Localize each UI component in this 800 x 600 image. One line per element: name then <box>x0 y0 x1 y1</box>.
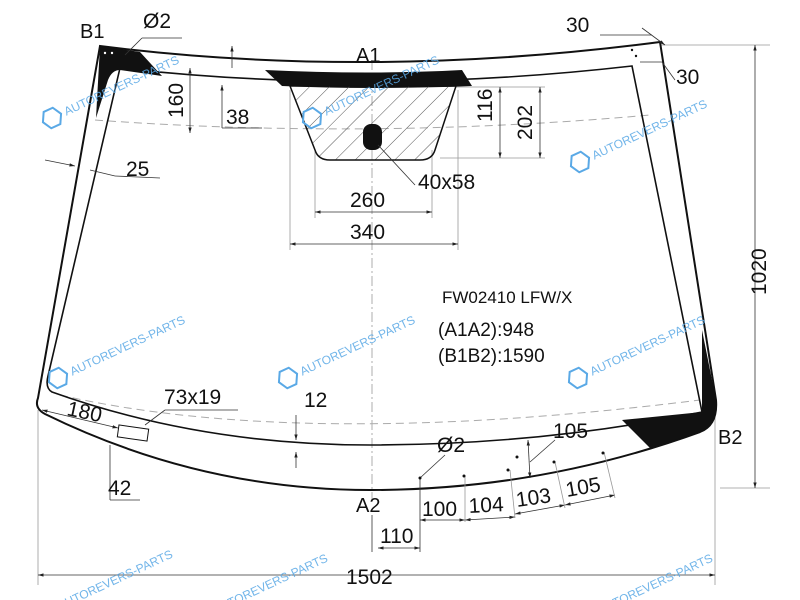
watermark-logo: AUTOREVERS-PARTS <box>47 313 188 390</box>
dim-100: 100 <box>422 498 457 521</box>
glass-outline <box>35 40 718 492</box>
black-band-top <box>265 70 472 88</box>
dim-30-top: 30 <box>566 14 589 37</box>
dim-104: 104 <box>468 493 505 518</box>
dim-116: 116 <box>474 89 497 122</box>
dim-260: 260 <box>350 189 385 212</box>
dim-180: 180 <box>65 397 104 427</box>
dim-105-top: 105 <box>553 420 588 443</box>
reference-lines <box>37 44 770 585</box>
watermark-logo: AUTOREVERS-PARTS <box>567 313 707 390</box>
dim-105-bottom: 105 <box>564 473 603 502</box>
dim-30-right: 30 <box>676 66 699 89</box>
dashed-boundary-bottom <box>59 394 701 425</box>
dimension-lines <box>38 27 757 577</box>
dim-73x19: 73x19 <box>164 386 221 409</box>
dim-340: 340 <box>350 221 385 244</box>
point-b1-label: B1 <box>80 21 104 43</box>
dim-110: 110 <box>380 525 413 548</box>
svg-text:AUTOREVERS-PARTS: AUTOREVERS-PARTS <box>68 313 188 379</box>
point-b2-label: B2 <box>718 427 742 449</box>
dim-25: 25 <box>126 158 149 181</box>
point-a2-label: A2 <box>356 495 380 517</box>
svg-text:AUTOREVERS-PARTS: AUTOREVERS-PARTS <box>210 551 330 600</box>
svg-text:AUTOREVERS-PARTS: AUTOREVERS-PARTS <box>298 313 418 379</box>
dim-38: 38 <box>226 106 249 129</box>
dim-1020: 1020 <box>748 248 771 295</box>
part-b1b2: (B1B2):1590 <box>438 346 545 367</box>
black-band-right <box>622 330 717 448</box>
dim-160: 160 <box>165 83 188 118</box>
black-band-left <box>96 46 162 118</box>
dim-40x58: 40x58 <box>418 171 475 194</box>
dim-hole-top: Ø2 <box>143 10 171 33</box>
svg-text:AUTOREVERS-PARTS: AUTOREVERS-PARTS <box>55 547 175 600</box>
dim-103: 103 <box>514 484 552 512</box>
vin-window <box>116 424 150 442</box>
point-a1-label: A1 <box>356 45 380 67</box>
dim-12: 12 <box>304 389 327 412</box>
sensor-area <box>288 85 458 161</box>
part-a1a2: (A1A2):948 <box>438 320 534 341</box>
watermark-logo: AUTOREVERS-PARTS <box>569 97 709 174</box>
dim-42: 42 <box>108 477 131 500</box>
part-code: FW02410 LFW/X <box>442 288 572 307</box>
hole-markers <box>103 48 638 480</box>
dim-1502: 1502 <box>346 566 393 589</box>
dim-hole-bottom: Ø2 <box>437 434 465 457</box>
svg-text:AUTOREVERS-PARTS: AUTOREVERS-PARTS <box>595 551 715 600</box>
watermark-logo: AUTOREVERS-PARTS <box>277 313 418 390</box>
dim-202: 202 <box>514 105 537 140</box>
sensor-mount <box>363 124 382 150</box>
